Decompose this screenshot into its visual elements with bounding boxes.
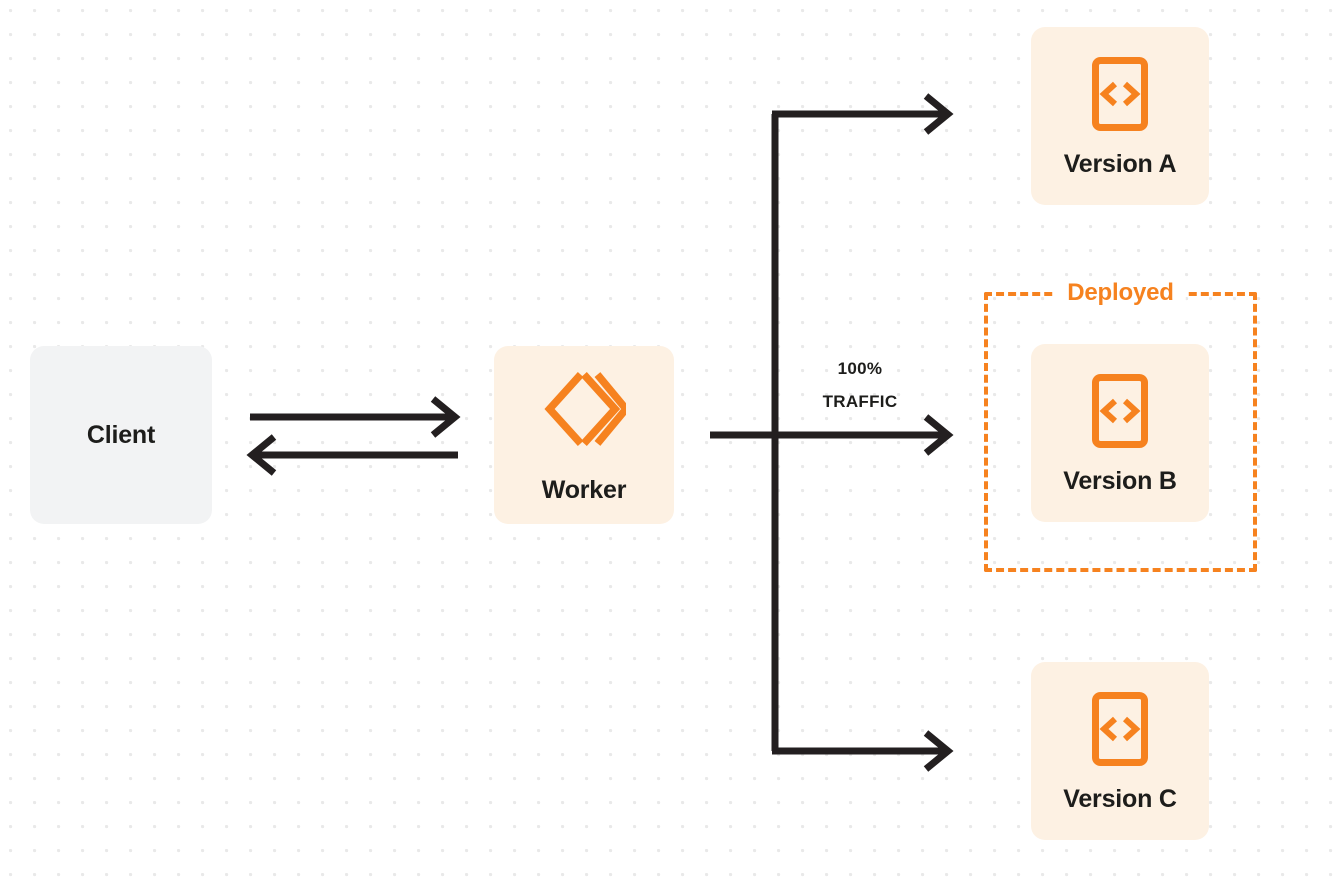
node-client[interactable]: Client [30, 346, 212, 524]
traffic-caption: TRAFFIC [822, 392, 898, 411]
group-deployed-label: Deployed [1055, 280, 1186, 306]
edge-worker-to-version-a [772, 93, 954, 135]
node-version-b-label: Version B [1063, 466, 1177, 495]
group-deployed: Deployed [984, 280, 1257, 572]
node-version-b[interactable]: Version B [1031, 344, 1209, 522]
node-version-a[interactable]: Version A [1031, 27, 1209, 205]
code-brackets-icon [1091, 56, 1149, 132]
node-version-c[interactable]: Version C [1031, 662, 1209, 840]
edge-worker-to-version-c [772, 730, 954, 772]
node-version-c-label: Version C [1063, 784, 1177, 813]
node-worker[interactable]: Worker [494, 346, 674, 524]
edge-worker-to-version-b [710, 414, 954, 456]
node-version-a-label: Version A [1063, 149, 1177, 178]
node-client-label: Client [86, 420, 156, 449]
code-brackets-icon [1091, 691, 1149, 767]
traffic-percent: 100% [837, 359, 883, 378]
node-worker-label: Worker [541, 476, 627, 504]
code-brackets-icon [1091, 373, 1149, 449]
edge-worker-to-client [246, 434, 458, 476]
edge-client-to-worker [250, 396, 461, 438]
traffic-label: 100% TRAFFIC [790, 352, 930, 418]
cloudflare-workers-logo-icon [542, 367, 631, 456]
